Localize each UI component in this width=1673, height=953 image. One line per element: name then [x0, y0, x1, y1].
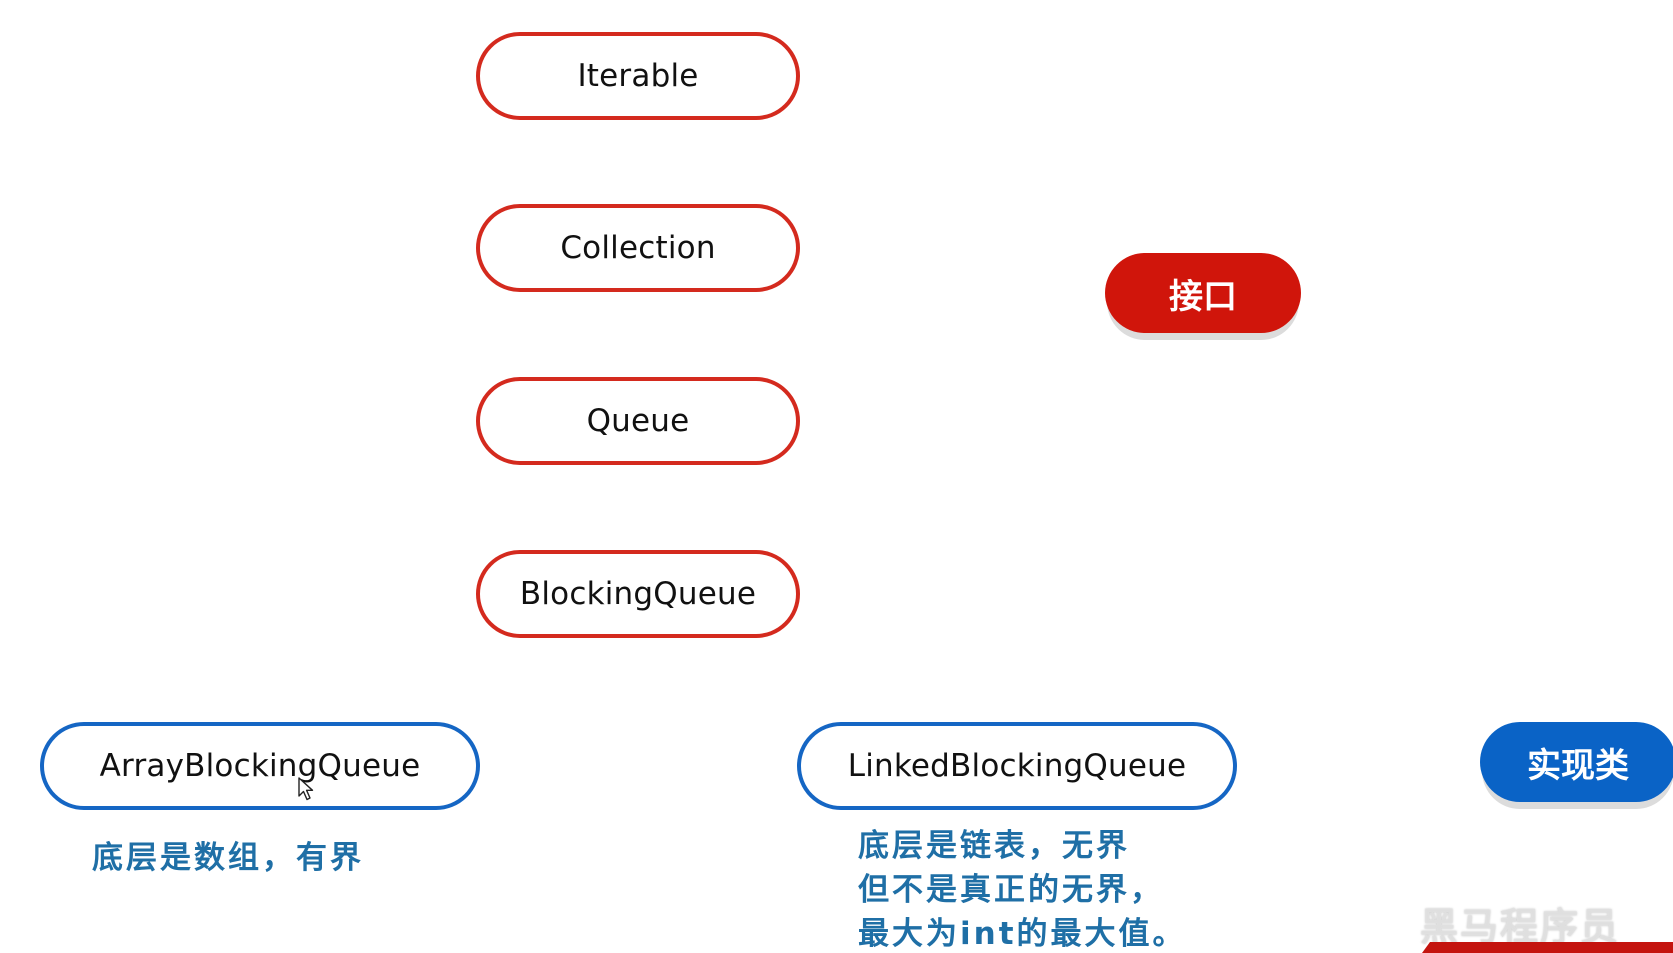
- linked-note-line-2: 但不是真正的无界，: [858, 872, 1164, 908]
- node-linked-blocking-queue: LinkedBlockingQueue: [797, 722, 1237, 810]
- mouse-cursor-icon: [298, 777, 314, 801]
- watermark-logo: 黑马程序员: [1420, 905, 1621, 949]
- linked-note-line-3: 最大为int的最大值。: [858, 916, 1187, 952]
- legend-interface-badge: 接口: [1105, 253, 1301, 333]
- corner-banner-strip: [1422, 942, 1673, 953]
- linked-note: 底层是链表，无界 但不是真正的无界， 最大为int的最大值。: [858, 824, 1187, 953]
- array-note: 底层是数组，有界: [92, 840, 364, 876]
- legend-implementation-badge: 实现类: [1480, 722, 1673, 802]
- linked-note-line-1: 底层是链表，无界: [858, 828, 1130, 864]
- node-queue: Queue: [476, 377, 800, 465]
- node-collection: Collection: [476, 204, 800, 292]
- node-iterable: Iterable: [476, 32, 800, 120]
- node-blocking-queue: BlockingQueue: [476, 550, 800, 638]
- node-array-blocking-queue: ArrayBlockingQueue: [40, 722, 480, 810]
